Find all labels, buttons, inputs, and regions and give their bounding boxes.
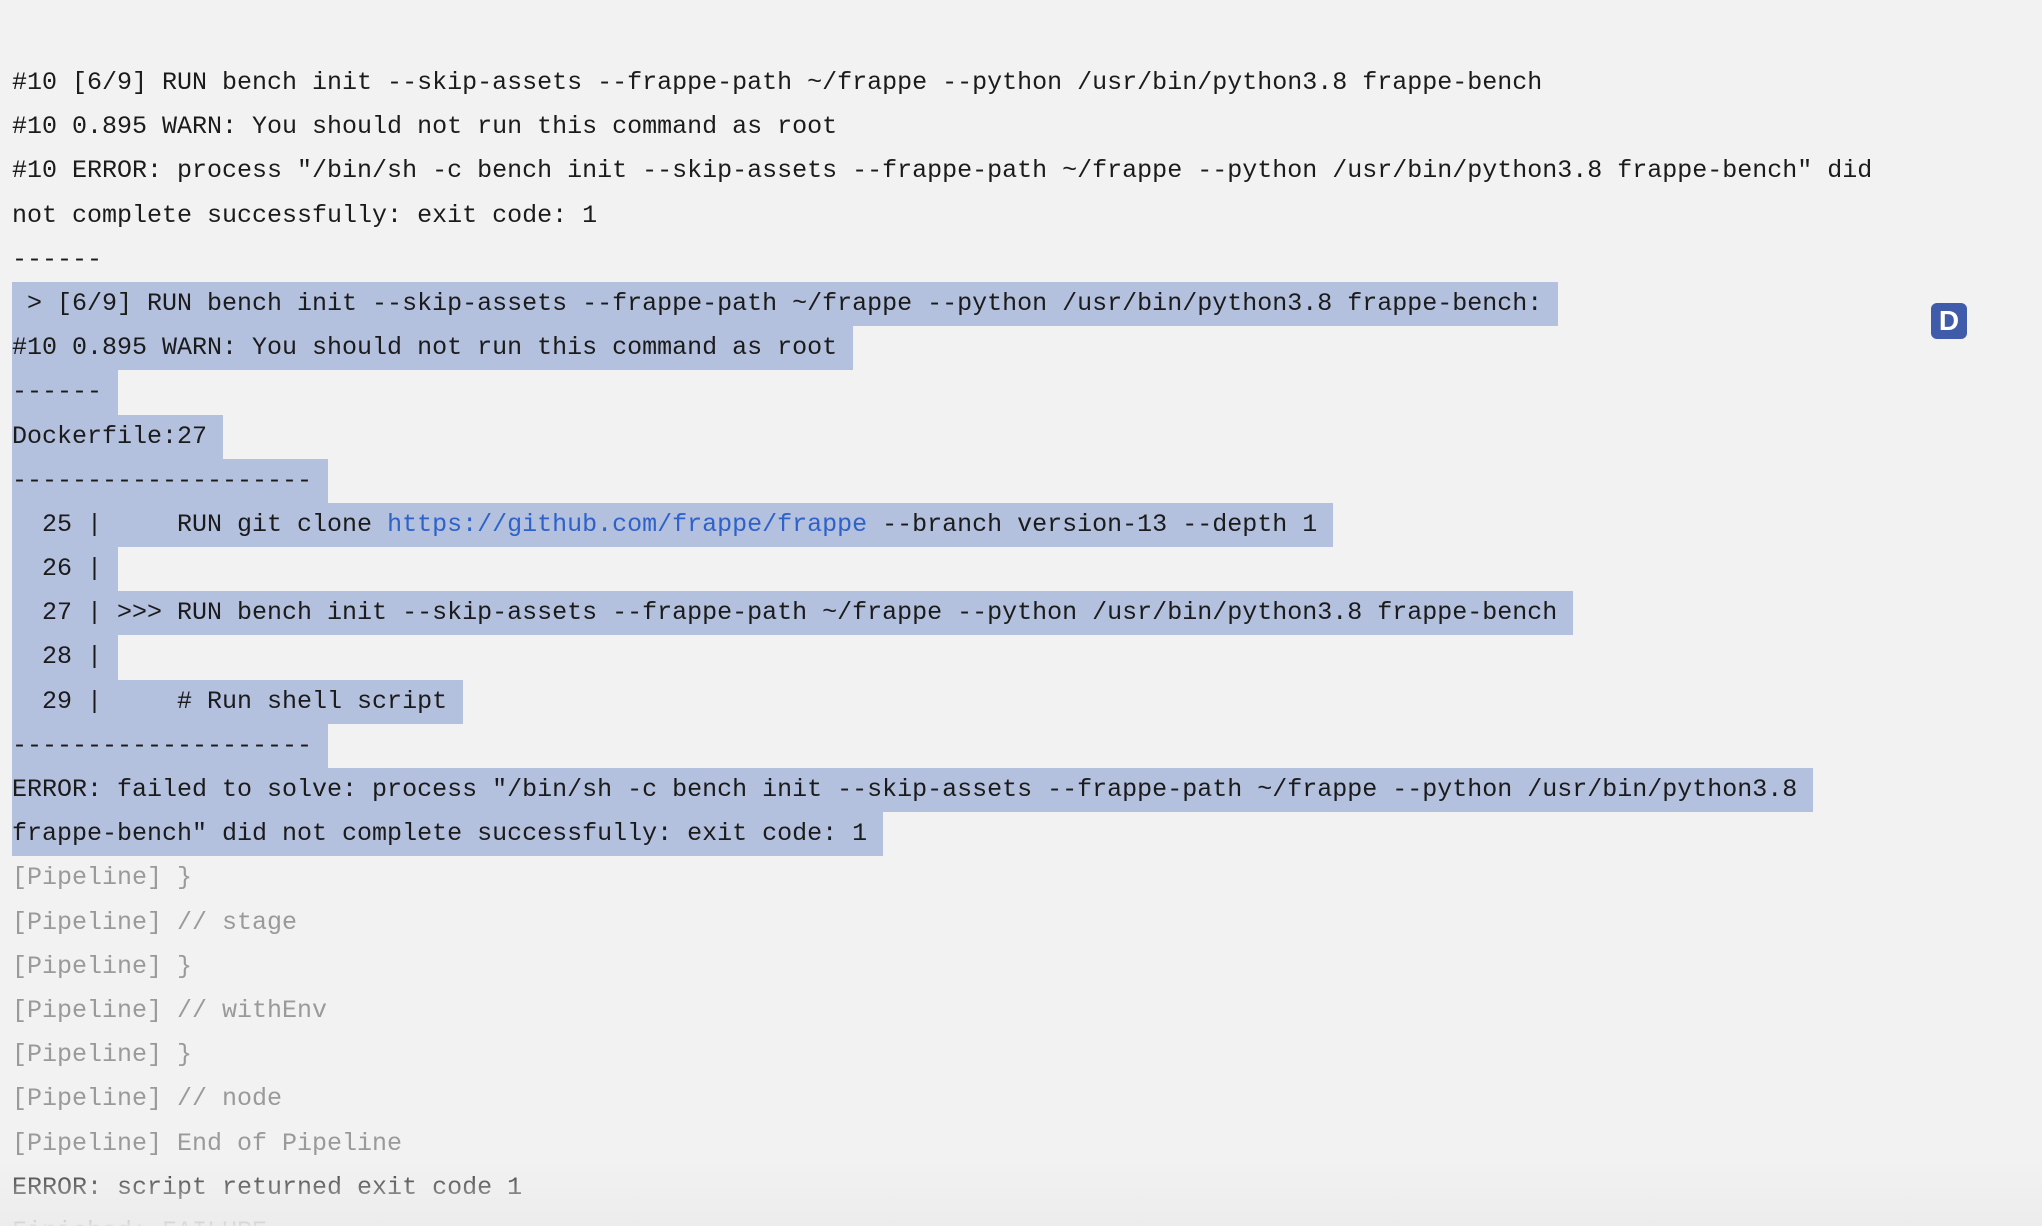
selected-console-line[interactable]: 27 | >>> RUN bench init --skip-assets --… bbox=[12, 591, 2032, 636]
selected-console-line[interactable]: -------------------- bbox=[12, 723, 2032, 768]
selected-console-line[interactable]: frappe-bench" did not complete successfu… bbox=[12, 812, 2032, 857]
selected-console-line[interactable]: 26 | bbox=[12, 547, 2032, 592]
selected-console-line[interactable]: -------------------- bbox=[12, 458, 2032, 503]
selected-console-line[interactable]: > [6/9] RUN bench init --skip-assets --f… bbox=[12, 281, 2032, 327]
d-badge-icon[interactable]: D bbox=[1931, 303, 1967, 339]
selected-console-line[interactable]: ERROR: failed to solve: process "/bin/sh… bbox=[12, 768, 2032, 813]
line-suffix: --branch version-13 --depth 1 bbox=[867, 509, 1318, 539]
pipeline-line: [Pipeline] // node bbox=[12, 1084, 283, 1114]
selected-console-line[interactable]: 28 | bbox=[12, 635, 2032, 680]
console-line: #10 0.895 WARN: You should not run this … bbox=[12, 112, 838, 142]
selected-console-line[interactable]: 29 | # Run shell script bbox=[12, 679, 2032, 724]
pipeline-line: [Pipeline] End of Pipeline bbox=[12, 1128, 403, 1158]
pipeline-line: [Pipeline] } bbox=[12, 863, 193, 893]
github-frappe-link[interactable]: https://github.com/frappe/frappe bbox=[387, 509, 868, 539]
selected-console-line[interactable]: #10 0.895 WARN: You should not run this … bbox=[12, 326, 2032, 371]
pipeline-line: [Pipeline] // stage bbox=[12, 907, 298, 937]
console-line: #10 [6/9] RUN bench init --skip-assets -… bbox=[12, 68, 1543, 97]
console-line: ------ bbox=[12, 244, 103, 274]
pipeline-line: [Pipeline] } bbox=[12, 1040, 193, 1070]
selected-console-line[interactable]: Dockerfile:27 bbox=[12, 414, 2032, 459]
console-line: Finished: FAILURE bbox=[12, 1210, 2032, 1226]
selected-console-line[interactable]: ------ bbox=[12, 370, 2032, 415]
pipeline-line: [Pipeline] } bbox=[12, 951, 193, 981]
pipeline-line: [Pipeline] // withEnv bbox=[12, 995, 328, 1025]
console-line: #10 ERROR: process "/bin/sh -c bench ini… bbox=[12, 156, 1873, 186]
line-prefix: 25 | RUN git clone bbox=[12, 509, 388, 539]
selected-console-line[interactable]: 25 | RUN git clone https://github.com/fr… bbox=[12, 502, 2032, 548]
console-line: not complete successfully: exit code: 1 bbox=[12, 200, 598, 230]
console-line: ERROR: script returned exit code 1 bbox=[12, 1172, 523, 1202]
console-lines: #10 [6/9] RUN bench init --skip-assets -… bbox=[12, 61, 2032, 1226]
